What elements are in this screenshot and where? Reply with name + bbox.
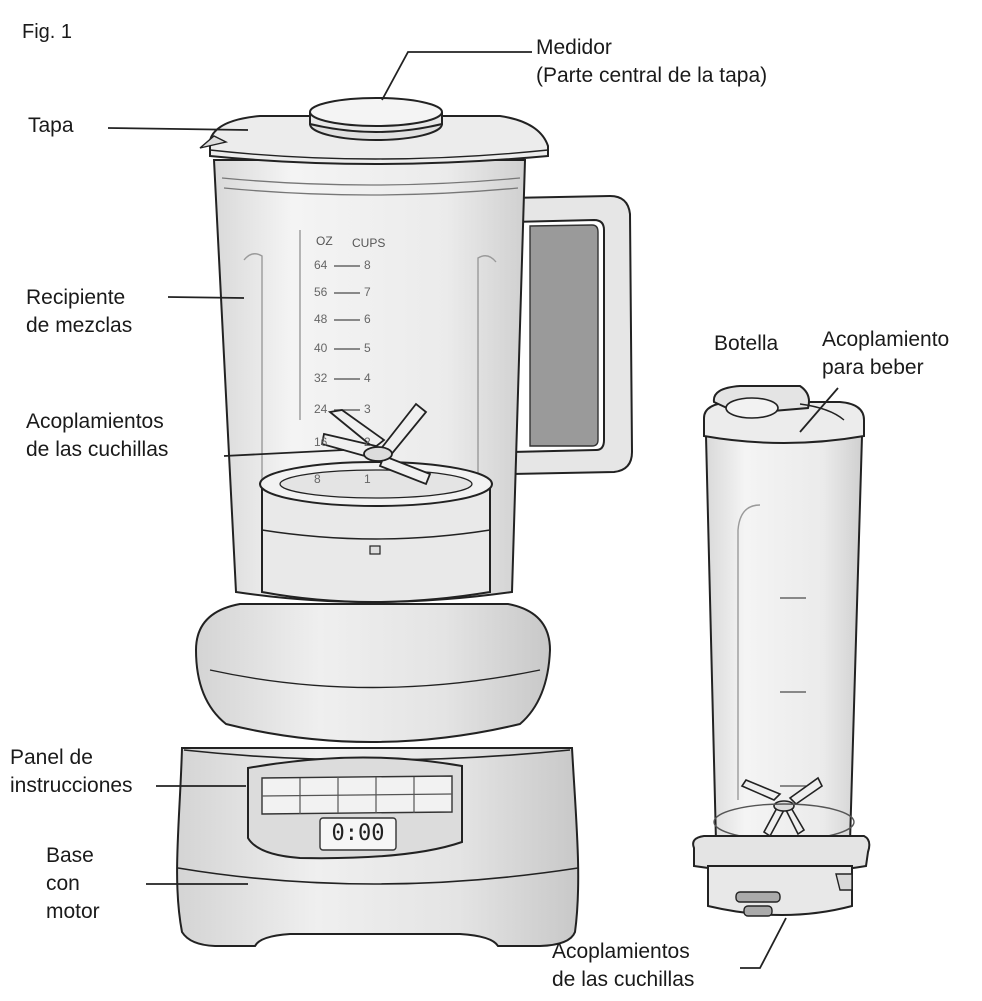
label-line: (Parte central de la tapa) xyxy=(536,64,768,87)
scale-cups-mark: 7 xyxy=(364,285,371,299)
label-motor-base: Base con motor xyxy=(46,842,100,926)
bottle-blade-base[interactable] xyxy=(692,835,871,917)
scale-cups-header: CUPS xyxy=(352,236,386,250)
control-panel xyxy=(247,756,463,860)
scale-oz-mark: 32 xyxy=(314,371,328,385)
label-line: Tapa xyxy=(28,114,74,137)
label-line: Base xyxy=(46,844,94,867)
jar-blades xyxy=(320,402,432,486)
label-blade-assembly-jar: Acoplamientos de las cuchillas xyxy=(26,408,168,464)
label-measuring-cap: Medidor (Parte central de la tapa) xyxy=(536,34,767,90)
label-line: Botella xyxy=(714,332,779,355)
timer-display xyxy=(319,817,397,851)
label-line: instrucciones xyxy=(10,774,133,797)
handle-grip xyxy=(529,224,599,447)
label-line: motor xyxy=(46,900,100,923)
figure-label: Fig. 1 xyxy=(22,21,73,43)
label-line: de las cuchillas xyxy=(26,438,169,461)
scale-cups-mark: 1 xyxy=(364,472,371,486)
leader-lines xyxy=(107,51,839,969)
label-blade-assembly-bottle: Acoplamientos de las cuchillas xyxy=(552,938,694,994)
scale-cups-mark: 5 xyxy=(364,341,371,355)
scale-oz-mark: 24 xyxy=(314,402,328,416)
label-line: Panel de xyxy=(10,746,93,769)
label-line: Acoplamientos xyxy=(552,940,690,963)
scale-cups-mark: 6 xyxy=(364,312,371,326)
scale-cups-mark: 2 xyxy=(364,435,371,449)
scale-oz-mark: 64 xyxy=(314,258,328,272)
scale-oz-mark: 56 xyxy=(314,285,328,299)
label-line: Medidor xyxy=(536,36,612,59)
label-line: Recipiente xyxy=(26,286,126,309)
label-drinking-lid: Acoplamiento para beber xyxy=(822,326,949,382)
bottle xyxy=(704,435,864,843)
label-line: Acoplamientos xyxy=(26,410,164,433)
drinking-lid[interactable] xyxy=(703,385,865,444)
label-line: con xyxy=(46,872,80,895)
label-lid: Tapa xyxy=(28,112,74,140)
label-line: de las cuchillas xyxy=(552,968,695,991)
label-bottle: Botella xyxy=(714,330,778,358)
label-mixing-jar: Recipiente de mezclas xyxy=(26,284,132,340)
label-line: para beber xyxy=(822,356,924,379)
scale-oz-mark: 8 xyxy=(314,472,321,486)
scale-oz-mark: 16 xyxy=(314,435,328,449)
scale-oz-mark: 40 xyxy=(314,341,328,355)
scale-cups-mark: 3 xyxy=(364,402,371,416)
scale-oz-header: OZ xyxy=(316,234,333,248)
label-line: de mezclas xyxy=(26,314,133,337)
scale-oz-mark: 48 xyxy=(314,312,328,326)
bottle-blades xyxy=(740,776,824,838)
scale-cups-mark: 8 xyxy=(364,258,371,272)
jar-seat xyxy=(194,603,552,743)
label-line: Acoplamiento xyxy=(822,328,950,351)
blade-cup xyxy=(259,461,493,603)
timer-readout: 0:00 xyxy=(331,821,385,846)
scale-cups-mark: 4 xyxy=(364,371,371,385)
label-control-panel: Panel de instrucciones xyxy=(10,744,133,800)
measuring-cap[interactable] xyxy=(309,97,443,141)
